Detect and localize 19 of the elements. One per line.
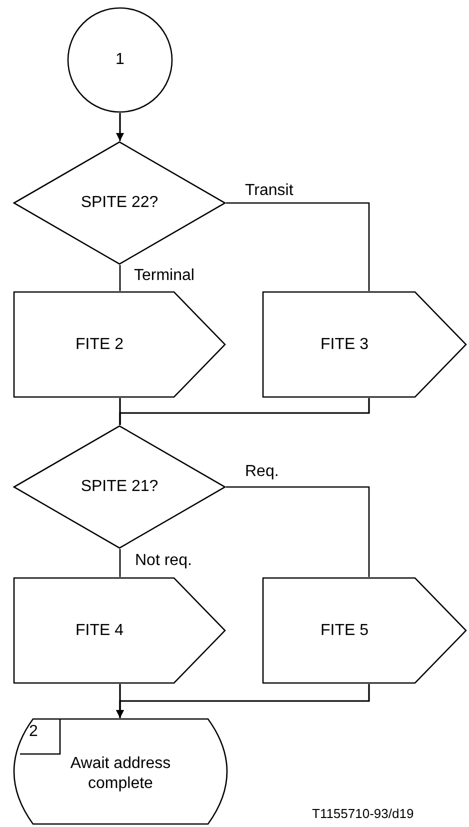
node-label: FITE 3: [320, 334, 368, 354]
flow-line: [226, 202, 370, 291]
node-label: SPITE 22?: [80, 193, 158, 213]
node-label: FITE 5: [320, 620, 368, 640]
node-label: FITE 2: [75, 334, 124, 354]
flow-line: [116, 113, 124, 141]
node-label: FITE 4: [75, 620, 124, 640]
state-number: 2: [29, 722, 38, 742]
edge-label: Req.: [244, 462, 280, 482]
node-label: SPITE 21?: [80, 477, 158, 497]
flow-line: [119, 398, 370, 425]
edge-label: Not req.: [134, 551, 193, 571]
state-label: Await address complete: [69, 754, 172, 793]
flow-line: [116, 684, 370, 718]
flow-line: [119, 265, 121, 291]
flow-line: [226, 486, 370, 577]
figure-code: T1155710-93/d19: [312, 806, 414, 822]
node-label: 1: [116, 50, 124, 70]
flow-line: [119, 549, 121, 577]
